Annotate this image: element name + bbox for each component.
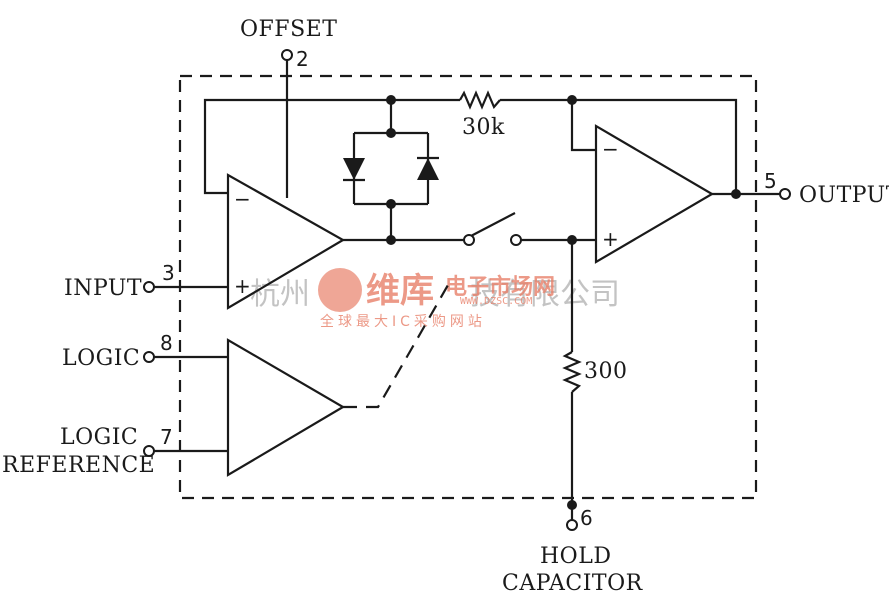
hold-capacitor-label-line1: HOLD	[540, 544, 611, 569]
logic-pin-number: 8	[160, 331, 173, 355]
input-pin-number: 3	[162, 261, 175, 285]
offset-pin-number: 2	[296, 47, 309, 71]
watermark-slogan: 全球最大IC采购网站	[320, 313, 486, 330]
input-label: INPUT	[64, 276, 142, 301]
pin-2-terminal	[281, 49, 293, 61]
switch-left-terminal	[463, 234, 475, 246]
junction-dots	[386, 95, 741, 510]
watermark-brand: 维库	[366, 271, 434, 311]
hold-capacitor-label-line2: CAPACITOR	[502, 571, 644, 594]
watermark-company-right: 技有限公司	[470, 277, 620, 312]
logic-comparator	[226, 338, 346, 477]
diode-up-icon	[417, 156, 439, 180]
switch-right-terminal	[510, 234, 522, 246]
pin-5-terminal	[779, 188, 791, 200]
resistor-30k-symbol	[459, 90, 501, 110]
output-amp-minus-sign: −	[602, 137, 619, 161]
hold-capacitor-pin-number: 6	[580, 506, 593, 530]
output-amplifier: − +	[594, 124, 715, 264]
pin-6-terminal	[566, 519, 578, 531]
resistor-30k-label: 30k	[462, 115, 505, 140]
input-amp-plus-sign: +	[234, 274, 251, 298]
input-amp-minus-sign: −	[234, 187, 251, 211]
logic-comparator-triangle	[226, 338, 346, 477]
offset-label: OFFSET	[240, 17, 337, 42]
pin-3-terminal	[143, 281, 155, 293]
output-amp-plus-sign: +	[602, 227, 619, 251]
wiring	[154, 60, 780, 520]
output-pin-number: 5	[764, 169, 777, 193]
input-amplifier-triangle	[226, 173, 346, 310]
watermark-logo-icon	[318, 268, 362, 312]
logic-reference-pin-number: 7	[160, 425, 173, 449]
watermark-url: WWW.DZSC.COM	[460, 296, 532, 307]
pin-7-terminal	[143, 445, 155, 457]
input-amplifier: − +	[226, 173, 346, 310]
diode-down-icon	[343, 158, 365, 182]
watermark: 杭州 技有限公司 维库 电子市场网 WWW.DZSC.COM 全球最大IC采购网…	[250, 268, 620, 330]
logic-reference-label-line2: REFERENCE	[2, 453, 155, 478]
logic-label: LOGIC	[62, 346, 140, 371]
output-label: OUTPUT	[799, 183, 889, 208]
resistor-300-label: 300	[584, 359, 628, 384]
watermark-company-left: 杭州	[250, 277, 310, 312]
logic-reference-label-line1: LOGIC	[60, 425, 138, 450]
pin-8-terminal	[143, 351, 155, 363]
output-amplifier-triangle	[594, 124, 715, 264]
resistor-300-symbol	[562, 351, 582, 393]
pin-terminals	[143, 49, 791, 531]
watermark-brand-tail: 电子市场网	[445, 274, 555, 300]
